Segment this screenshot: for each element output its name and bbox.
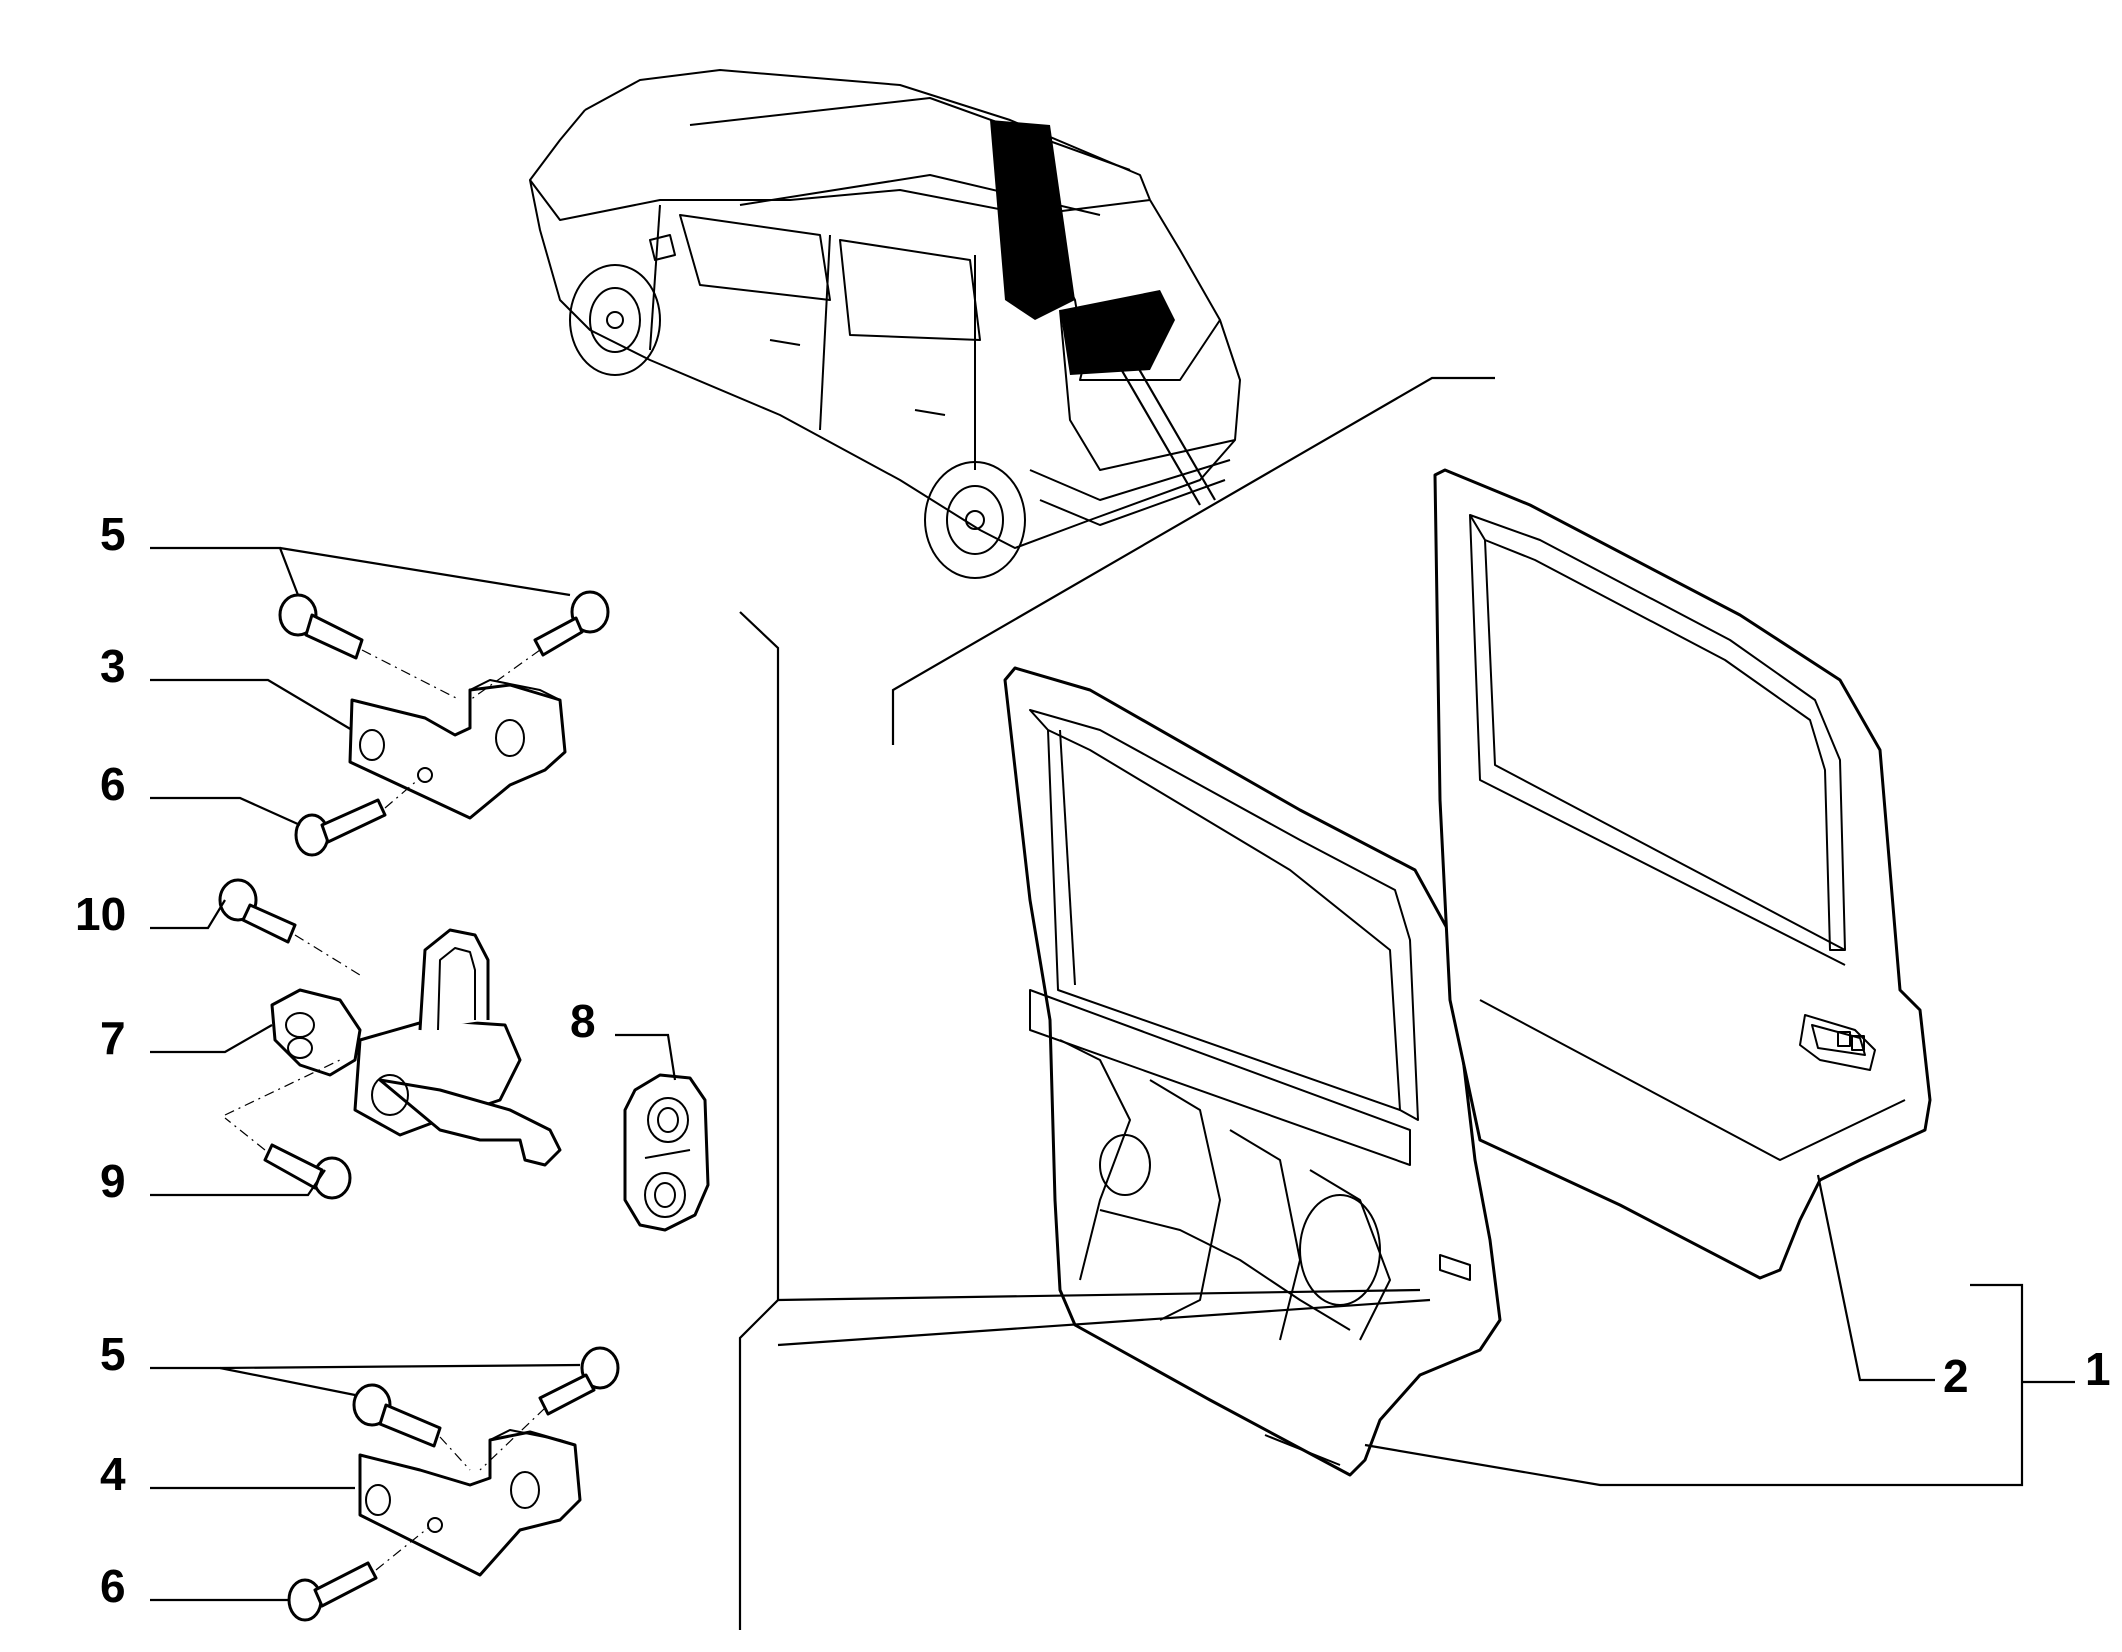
upper-hinge-part-3: [348, 679, 567, 820]
callout-1: 1: [2085, 1343, 2111, 1395]
bolt-9: [263, 1143, 352, 1200]
bracket-line-top: [891, 376, 1495, 745]
car-illustration: [529, 69, 1241, 579]
callout-8: 8: [570, 995, 596, 1047]
bolt-5-upper-left: [278, 593, 364, 660]
bolt-10: [218, 878, 297, 944]
side-window-glass: [990, 120, 1075, 320]
bolt-6-upper: [294, 798, 387, 857]
bolt-5-upper-right: [533, 590, 610, 657]
bolt-5-lower-left: [352, 1383, 442, 1448]
callout-5-upper: 5: [100, 508, 126, 560]
callout-5-lower: 5: [100, 1328, 126, 1380]
bolt-6-lower: [287, 1561, 378, 1622]
door-inner-assembly: [1003, 666, 1502, 1477]
door-check-part-7: [270, 928, 562, 1167]
callout-10: 10: [75, 888, 126, 940]
callout-2: 2: [1943, 1350, 1969, 1402]
lower-hinge-part-4: [358, 1429, 582, 1577]
door-outer-panel: [1433, 468, 1932, 1280]
callout-7: 7: [100, 1012, 126, 1064]
bolt-5-lower-right: [538, 1346, 620, 1416]
callout-3: 3: [100, 640, 126, 692]
callout-9: 9: [100, 1155, 126, 1207]
callout-6-lower: 6: [100, 1560, 126, 1612]
grommet-part-8: [623, 1073, 710, 1232]
callout-6-upper: 6: [100, 758, 126, 810]
callout-4: 4: [100, 1448, 126, 1500]
rear-window-glass: [1060, 290, 1175, 375]
bracket-line-left: [738, 611, 780, 1455]
